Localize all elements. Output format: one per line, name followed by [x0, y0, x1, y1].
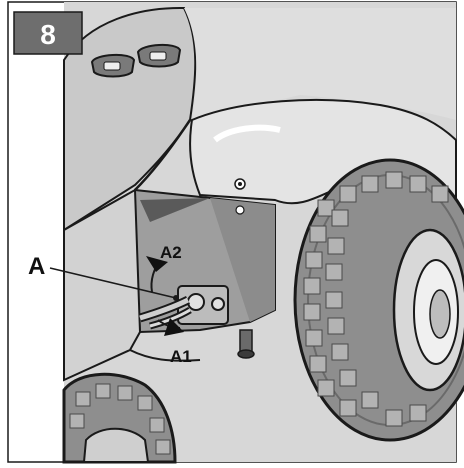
light-pods [90, 44, 182, 78]
left-wheel [62, 372, 177, 464]
callout-label-a2: A2 [160, 243, 182, 262]
arrow-down-icon [157, 318, 184, 336]
step-badge [13, 11, 83, 55]
callout-label-a1: A1 [170, 347, 192, 366]
callout-dot [173, 295, 179, 301]
fender-highlight [213, 124, 281, 143]
fuel-valve [138, 285, 229, 330]
right-wheel [293, 158, 464, 442]
hood-top [184, 8, 456, 120]
panel-shadow [210, 198, 275, 322]
arrow-up-icon [146, 256, 168, 293]
callout-leader-line [49, 267, 177, 299]
step-number: 8 [40, 19, 56, 50]
bolt-icon [235, 205, 245, 215]
drain-pipe [237, 329, 255, 359]
callout-label-a: A [28, 253, 45, 280]
panel-crease [140, 198, 210, 222]
hood-edge [134, 119, 192, 191]
left-body-wall [63, 188, 142, 382]
bumper-edge [129, 349, 201, 362]
